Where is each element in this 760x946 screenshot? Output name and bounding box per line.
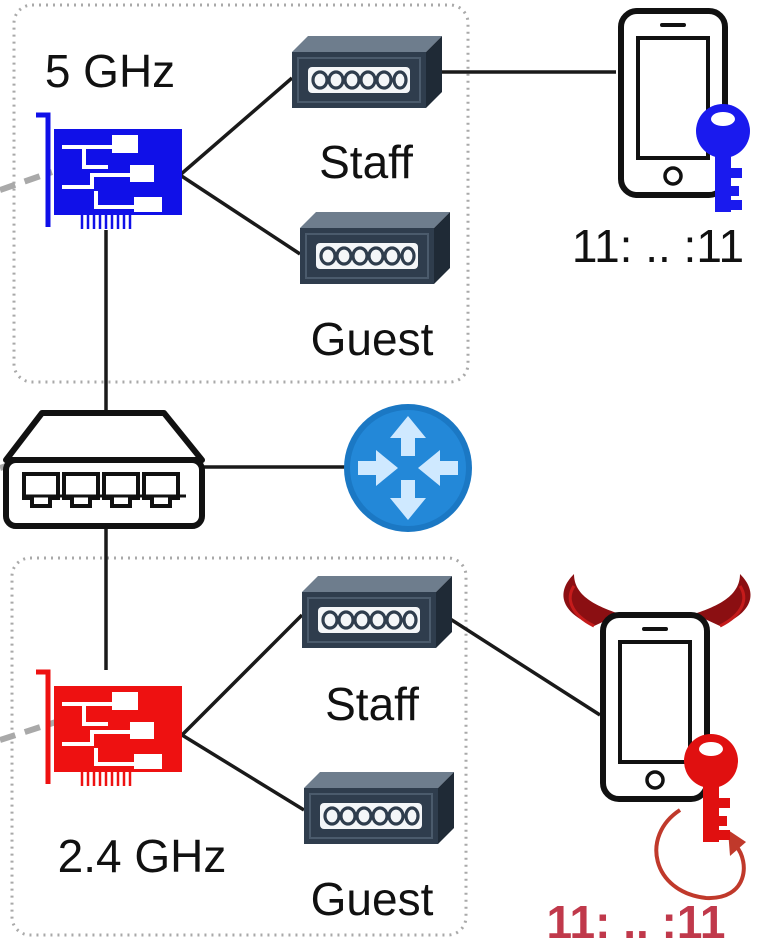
router-icon xyxy=(344,404,472,532)
access-point-icon-bottom-guest xyxy=(304,772,454,844)
access-point-icon-bottom-staff xyxy=(302,576,452,648)
ssid-label-top-staff: Staff xyxy=(319,136,413,188)
legit-phone-mac: 11: .. :11 xyxy=(572,220,744,272)
ssid-label-bottom-staff: Staff xyxy=(325,678,419,730)
access-point-icon-top-guest xyxy=(300,212,450,284)
ssid-label-bottom-guest: Guest xyxy=(311,873,434,925)
network-card-icon-5ghz xyxy=(36,115,182,229)
ssid-label-top-guest: Guest xyxy=(311,313,434,365)
smartphone-icon-legit xyxy=(621,11,725,195)
devil-tail-icon xyxy=(656,810,746,898)
network-card-icon-24ghz xyxy=(36,672,182,786)
band-label-5ghz: 5 GHz xyxy=(45,45,175,97)
band-label-24ghz: 2.4 GHz xyxy=(58,830,227,882)
switch-icon xyxy=(6,413,202,526)
attacker-phone-mac: 11: .. :11 xyxy=(546,896,725,946)
access-point-icon-top-staff xyxy=(292,36,442,108)
